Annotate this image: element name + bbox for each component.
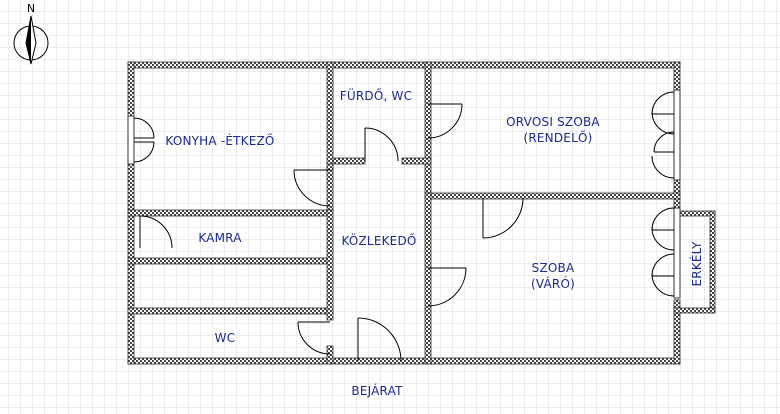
wall-bath-bottom <box>332 157 366 165</box>
door-room-side <box>427 267 467 307</box>
label-doctor-room-line1: ORVOSI SZOBA <box>506 115 600 129</box>
label-room-line1: SZOBA <box>532 261 575 275</box>
window-kitchen <box>127 115 135 165</box>
label-doctor-room-line2: (RENDELŐ) <box>523 130 592 145</box>
north-compass: N <box>13 2 49 65</box>
windows <box>127 89 681 299</box>
door-pantry <box>139 215 173 249</box>
window-doctor <box>673 89 681 181</box>
wall-balcony-right <box>709 210 716 314</box>
label-room-line2: (VÁRÓ) <box>531 276 575 291</box>
door-doctor <box>427 103 463 139</box>
room-labels: KONYHA -ÉTKEZŐ FÜRDŐ, WC ORVOSI SZOBA (R… <box>165 87 704 398</box>
walls <box>127 61 716 365</box>
compass-needle-dark <box>26 16 31 64</box>
wall-wc-top <box>127 307 334 315</box>
wall-right-lower <box>673 299 681 365</box>
label-pantry: KAMRA <box>198 231 242 245</box>
wall-left-rooms-corridor-2 <box>326 345 334 365</box>
window-doctor-casement <box>651 91 675 179</box>
window-kitchen-casement <box>133 117 155 163</box>
label-wc: WC <box>215 331 236 345</box>
label-kitchen: KONYHA -ÉTKEZŐ <box>165 133 274 148</box>
wall-kitchen-bath <box>326 61 334 213</box>
doors <box>133 91 675 362</box>
wall-kitchen-bottom <box>127 209 334 217</box>
wall-pantry-bottom <box>127 257 334 265</box>
wall-left-rooms-corridor <box>326 209 334 321</box>
wall-top <box>127 61 681 69</box>
wall-bath-doctor <box>424 61 432 199</box>
label-bath: FÜRDŐ, WC <box>340 87 412 103</box>
wall-balcony-bottom <box>673 307 716 314</box>
wall-doctor-bottom <box>424 192 681 200</box>
door-wc <box>297 321 331 355</box>
wall-kitchen-door-stub <box>326 163 334 171</box>
door-bath <box>364 127 399 162</box>
label-corridor: KÖZLEKEDŐ <box>341 232 416 248</box>
window-room-casement <box>651 207 675 297</box>
compass-north-label: N <box>27 2 35 15</box>
wall-bath-bottom-2 <box>401 157 432 165</box>
door-kitchen <box>293 169 331 207</box>
label-balcony: ERKÉLY <box>689 241 704 286</box>
door-room-top <box>482 197 524 239</box>
label-entrance: BEJÁRAT <box>351 383 403 398</box>
wall-corridor-room <box>424 192 432 365</box>
window-room <box>673 207 681 299</box>
door-entrance <box>357 317 402 362</box>
wall-bottom <box>127 357 681 365</box>
